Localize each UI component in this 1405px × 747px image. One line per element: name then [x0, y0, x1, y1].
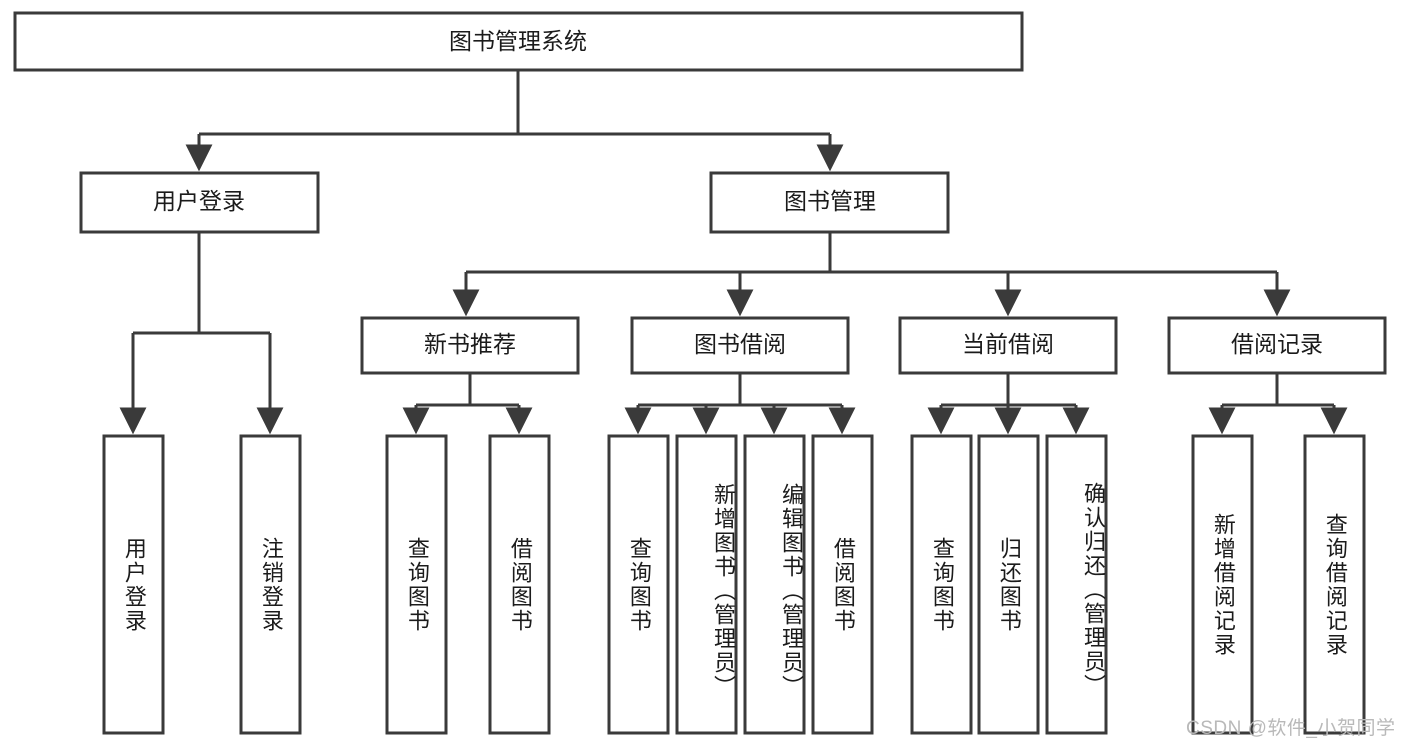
node-new-book-recommend-label: 新书推荐 — [424, 331, 516, 357]
node-current-borrow-label: 当前借阅 — [962, 331, 1054, 357]
node-user-login-label: 用户登录 — [153, 188, 245, 214]
leaf-box-book-borrow-4[interactable] — [811, 434, 874, 735]
node-book-borrow-label: 图书借阅 — [694, 331, 786, 357]
leaf-box-user-login-1[interactable] — [102, 434, 165, 735]
node-current-borrow[interactable] — [898, 316, 1118, 375]
leaf-box-user-login-2[interactable] — [239, 434, 302, 735]
node-root-book-management-system[interactable] — [13, 11, 1024, 72]
node-book-management[interactable] — [709, 171, 950, 234]
leaf-box-book-borrow-1[interactable] — [607, 434, 670, 735]
node-borrow-record[interactable] — [1167, 316, 1387, 375]
leaf-box-borrow-record-1[interactable] — [1191, 434, 1254, 735]
node-root-label: 图书管理系统 — [449, 28, 587, 54]
node-borrow-record-label: 借阅记录 — [1231, 331, 1323, 357]
node-new-book-recommend[interactable] — [360, 316, 580, 375]
leaf-box-borrow-record-2[interactable] — [1303, 434, 1366, 735]
leaf-box-current-borrow-3[interactable] — [1045, 434, 1108, 735]
node-book-management-label: 图书管理 — [784, 188, 876, 214]
node-user-login[interactable] — [79, 171, 320, 234]
leaf-box-new-book-1[interactable] — [385, 434, 448, 735]
leaf-box-book-borrow-3[interactable] — [743, 434, 806, 735]
watermark-csdn: CSDN @软件_小贺同学 — [1186, 718, 1396, 739]
node-book-borrow[interactable] — [630, 316, 850, 375]
leaf-box-current-borrow-2[interactable] — [977, 434, 1040, 735]
leaf-box-current-borrow-1[interactable] — [910, 434, 973, 735]
leaf-box-new-book-2[interactable] — [488, 434, 551, 735]
leaf-box-book-borrow-2[interactable] — [675, 434, 738, 735]
